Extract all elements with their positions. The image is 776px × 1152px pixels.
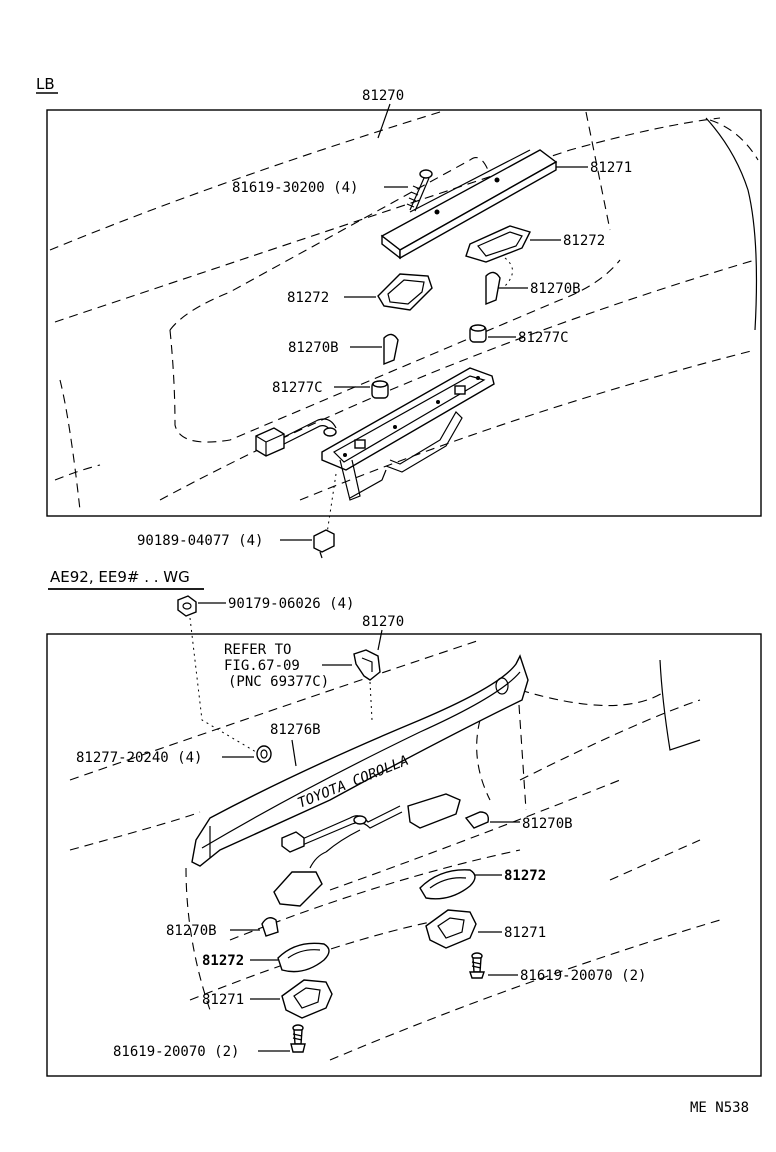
lb-lens-left	[377, 273, 433, 311]
wg-grommet	[256, 745, 272, 763]
lb-screw-label: 81619-30200 (4)	[232, 180, 358, 196]
lb-housing	[380, 149, 558, 260]
wg-frame	[46, 633, 762, 1077]
wg-grommet-label: 81277-20240 (4)	[76, 750, 202, 766]
lb-housing-label: 81271	[590, 160, 632, 176]
wg-housing-right	[425, 909, 477, 949]
section-lb: LB 81270 81619-30200 (4)	[36, 75, 762, 559]
wg-nut	[177, 595, 197, 617]
lb-clip-dotted	[325, 473, 337, 541]
wg-body-lines	[69, 639, 721, 1061]
wg-screw-right-label: 81619-20070 (2)	[520, 968, 646, 984]
lb-wire-harness	[255, 418, 337, 457]
wg-lens-right	[419, 869, 476, 900]
lb-bulb-left	[383, 333, 399, 366]
wg-bulb-left-label: 81270B	[166, 923, 217, 939]
wg-refer-clip	[353, 649, 381, 721]
wg-assembly-leader	[377, 629, 383, 651]
lb-clip-label: 90189-04077 (4)	[137, 533, 263, 549]
lb-frame	[46, 109, 762, 517]
wg-screw-left	[290, 1024, 306, 1053]
lb-bulb-left-label: 81270B	[288, 340, 339, 356]
wg-refer-line1: REFER TO	[224, 642, 291, 658]
lb-lens-right-label: 81272	[563, 233, 605, 249]
lb-body-lines	[49, 111, 759, 511]
wg-housing-left	[281, 979, 333, 1019]
wg-refer-line3: (PNC 69377C)	[228, 674, 329, 690]
wg-bulb-right-label: 81270B	[522, 816, 573, 832]
wg-housing-right-label: 81271	[504, 925, 546, 941]
lb-assembly-leader	[377, 103, 391, 139]
wg-nut-dotted	[189, 617, 257, 753]
wg-nut-label: 90179-06026 (4)	[228, 596, 354, 612]
section-wg: AE92, EE9# . . WG 90179-06026 (4) 81270	[46, 568, 762, 1077]
lb-assembly-label: 81270	[362, 88, 404, 104]
wg-bulb-left	[261, 917, 279, 937]
lb-bracket-assembly	[321, 367, 495, 501]
wg-refer-line2: FIG.67-09	[224, 658, 300, 674]
section-lb-title: LB	[36, 75, 55, 93]
lb-clip	[313, 529, 335, 559]
lb-lens-left-label: 81272	[287, 290, 329, 306]
wg-garnish-leader	[291, 739, 297, 767]
lb-socket-right	[469, 324, 487, 343]
wg-housing-left-label: 81271	[202, 992, 244, 1008]
wg-lens-left	[277, 942, 330, 973]
lb-lens-right	[465, 225, 531, 263]
lb-bulb-right	[485, 257, 513, 306]
wg-wire-harness	[273, 793, 461, 907]
wg-lens-right-label: 81272	[504, 868, 546, 884]
wg-garnish-label: 81276B	[270, 722, 321, 738]
wg-lens-left-label: 81272	[202, 953, 244, 969]
lb-socket-left	[371, 380, 389, 399]
wg-bulb-right	[464, 811, 490, 829]
section-wg-title: AE92, EE9# . . WG	[50, 568, 190, 586]
lb-socket-right-label: 81277C	[518, 330, 569, 346]
lb-bulb-right-label: 81270B	[530, 281, 581, 297]
wg-assembly-label: 81270	[362, 614, 404, 630]
lb-screw	[406, 169, 433, 212]
wg-screw-left-label: 81619-20070 (2)	[113, 1044, 239, 1060]
lb-socket-left-label: 81277C	[272, 380, 323, 396]
footer-code: ME N538	[690, 1100, 749, 1116]
wg-screw-right	[469, 952, 485, 979]
